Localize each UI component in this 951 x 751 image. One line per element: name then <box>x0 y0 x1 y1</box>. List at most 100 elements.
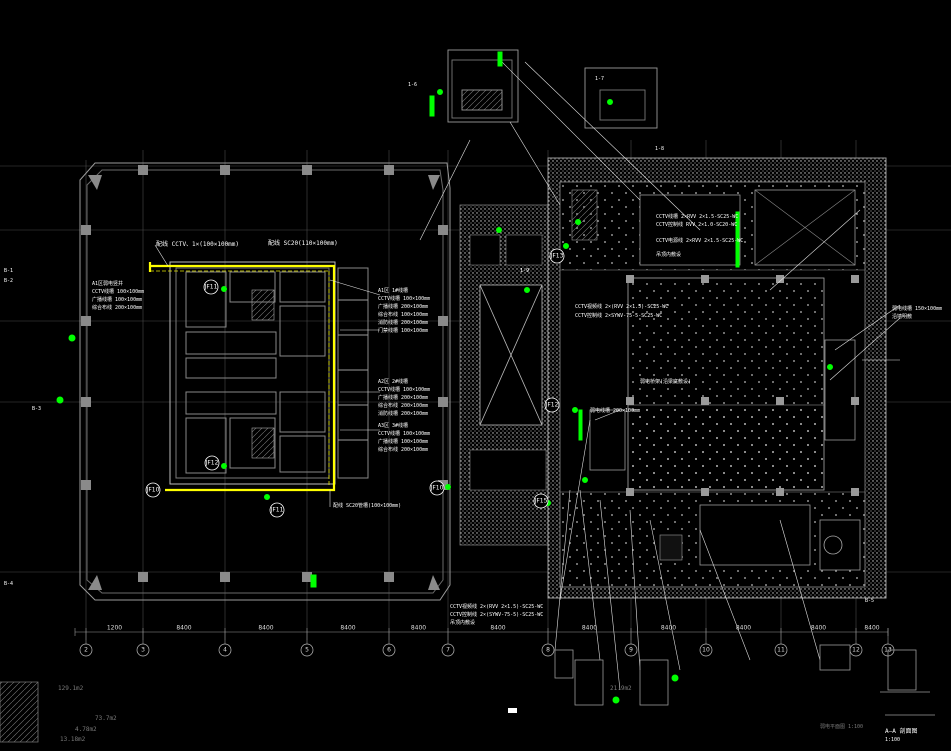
svg-text:JF13: JF13 <box>550 253 564 260</box>
right-mid-spec-line: CCTV控制线 2×SYWV-75-5-SC25-WC <box>575 312 662 319</box>
area-label-2: 73.7m2 <box>95 715 117 722</box>
right-mid-spec-line: CCTV视频线 2×(RVV 2×1.5)-SC25-WC <box>575 303 668 310</box>
svg-text:JF12: JF12 <box>205 460 219 467</box>
equipment-tag: JF13 <box>550 248 565 264</box>
axis-label: 5 <box>305 647 309 654</box>
dimension-value: 1200 <box>107 625 122 632</box>
small-tag: 1-6 <box>408 82 417 88</box>
core-stairs <box>251 289 275 459</box>
equipment-tag: JF10 <box>146 482 161 498</box>
scale-text: 1:100 <box>885 737 900 743</box>
small-tag: 1-9 <box>520 268 529 274</box>
far-right-label-line: 弱电线槽 150×100mm <box>892 305 942 312</box>
equipment-tag: JF15 <box>534 493 549 509</box>
axis-label: 6 <box>387 647 391 654</box>
top-detail-sections <box>447 49 658 129</box>
far-right-label-line: 沿墙明敷 <box>892 313 912 320</box>
equipment-tags: JF11 JF12 JF13 JF10 JF10 JF12 JF15 JF11 <box>146 248 565 518</box>
core-bottom-spec: 配线 SC20管槽(100×100mm) <box>333 502 401 509</box>
small-tag: B-5 <box>865 598 874 604</box>
bottom-spec-line: 吊顶内敷设 <box>450 619 475 626</box>
axis-label: 9 <box>629 647 633 654</box>
axis-label: 11 <box>777 647 785 654</box>
center-note: 弱电桥架(沿梁底敷设) <box>640 378 691 385</box>
podium-floor-plan <box>547 157 887 599</box>
core-right-block2-line: CCTV线槽 100×100mm <box>378 386 430 393</box>
right-top-spec-line: 吊顶内敷设 <box>656 251 681 258</box>
bottom-spec-line: CCTV视频线 2×(RVV 2×1.5)-SC25-WC <box>450 603 543 610</box>
core-top-spec2: 配线 SC20(110×100mm) <box>268 239 338 247</box>
core-left-line-3: 综合布线 200×100mm <box>92 304 142 311</box>
core-right-block3-line: CCTV线槽 100×100mm <box>378 430 430 437</box>
core-right-block1-line: CCTV线槽 100×100mm <box>378 295 430 302</box>
area-label-5: 21.9m2 <box>610 685 632 692</box>
area-label-3: 4.78m2 <box>75 726 97 733</box>
dimension-value: 8400 <box>258 625 273 632</box>
tower-floor-plan <box>79 162 451 601</box>
area-label-1: 129.1m2 <box>58 685 84 692</box>
dimension-value: 8400 <box>411 625 426 632</box>
core-right-block3-line: 广播线槽 100×100mm <box>378 438 428 445</box>
svg-text:JF11: JF11 <box>204 284 218 291</box>
core-left-line-1: CCTV线槽 100×100mm <box>92 288 144 295</box>
center-note2: 弱电线槽 200×100mm <box>590 407 640 414</box>
section-title: A—A 剖面图 <box>885 727 917 735</box>
svg-text:JF15: JF15 <box>534 498 548 505</box>
axis-bubbles: 2120038400484005840068400784008840098400… <box>79 625 895 657</box>
annotation-text: 配线 CCTV、1×(100×100mm) 配线 SC20(110×100mm)… <box>92 213 942 626</box>
small-tag: B-3 <box>32 406 41 412</box>
right-top-spec-line: CCTV控制线 RVV 2×1.0-SC20-WC <box>656 221 737 228</box>
cable-tray-route-inner <box>150 270 330 486</box>
bottom-spec-line: CCTV控制线 2×(SYWV-75-5)-SC25-WC <box>450 611 543 618</box>
axis-label: 12 <box>852 647 860 654</box>
core-left-title: A1区弱电竖井 <box>92 280 123 287</box>
axis-label: 10 <box>702 647 710 654</box>
podium-columns <box>626 275 859 496</box>
equipment-tag: JF12 <box>205 455 220 471</box>
bottom-dimension-line <box>74 628 889 636</box>
axis-label: 8 <box>546 647 550 654</box>
small-tag: 1-8 <box>655 146 664 152</box>
atrium-zone <box>459 204 549 546</box>
dimension-value: 8400 <box>661 625 676 632</box>
equipment-tag: JF11 <box>204 279 219 295</box>
area-panel: 129.1m2 73.7m2 4.78m2 13.18m2 21.9m2 A—A… <box>0 681 917 743</box>
small-tag: B-2 <box>4 278 13 284</box>
area-label-4: 13.18m2 <box>60 736 86 743</box>
core-right-block1-line: 综合布线 100×100mm <box>378 311 428 318</box>
dimension-value: 8400 <box>490 625 505 632</box>
dimension-value: 8400 <box>864 625 879 632</box>
dimension-value: 8400 <box>340 625 355 632</box>
right-top-spec-line: CCTV线槽 2×RVV 2×1.5-SC25-WC <box>656 213 738 220</box>
dimension-value: 8400 <box>582 625 597 632</box>
bottom-note: 弱电平面图 1:100 <box>820 723 863 730</box>
axis-label: 4 <box>223 647 227 654</box>
svg-text:JF10: JF10 <box>430 485 444 492</box>
equipment-tag: JF10 <box>430 480 445 496</box>
svg-text:JF12: JF12 <box>545 402 559 409</box>
core-right-block1-title: A1区 1#线槽 <box>378 287 408 294</box>
core-right-block1-line: 门禁线槽 100×100mm <box>378 327 428 334</box>
lower-detail-boxes <box>554 644 935 716</box>
axis-label: 7 <box>446 647 450 654</box>
core-right-block1-line: 消防线槽 200×100mm <box>378 319 428 326</box>
small-tag: B-4 <box>4 581 13 587</box>
small-tag: 1-7 <box>595 76 604 82</box>
core-right-block3-title: A3区 3#线槽 <box>378 422 408 429</box>
north-marker <box>508 708 517 713</box>
equipment-tag: JF11 <box>270 502 285 518</box>
dimension-value: 8400 <box>736 625 751 632</box>
right-top-spec-line: CCTV电源线 2×RVV 2×1.5-SC25-WC <box>656 237 743 244</box>
core-right-block3-line: 综合布线 200×100mm <box>378 446 428 453</box>
equipment-tag: JF12 <box>545 397 560 413</box>
axis-label: 3 <box>141 647 145 654</box>
leader-lines <box>154 59 901 691</box>
core-right-block2-title: A2区 2#线槽 <box>378 378 408 385</box>
dimension-value: 8400 <box>811 625 826 632</box>
small-tag: B-1 <box>4 268 13 274</box>
core-right-block1-line: 广播线槽 200×100mm <box>378 303 428 310</box>
core-right-block2-line: 综合布线 200×100mm <box>378 402 428 409</box>
cable-tray-route <box>148 262 336 492</box>
core-left-line-2: 广播线槽 100×100mm <box>92 296 142 303</box>
